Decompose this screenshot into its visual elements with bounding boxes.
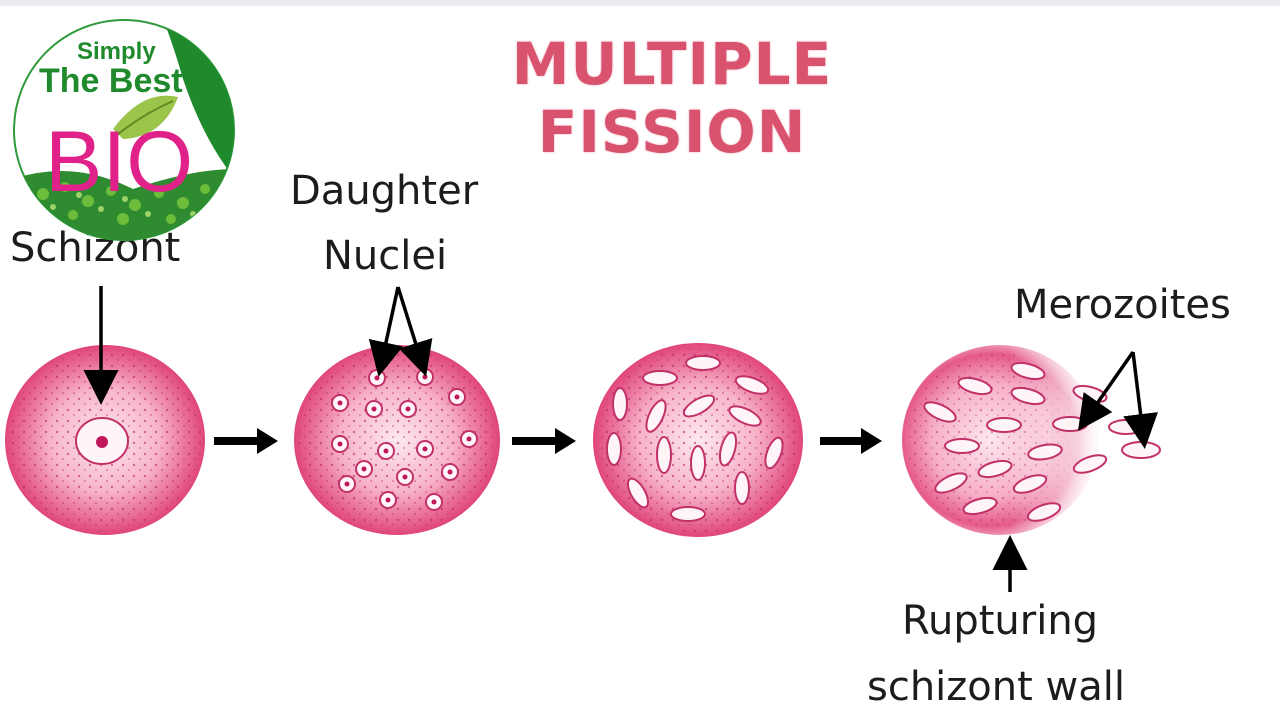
daughter-nuclei-label-line1: Daughter (290, 168, 479, 214)
flow-arrows (214, 428, 882, 454)
merozoite-forming-cell (593, 343, 803, 537)
label-pointers (83, 286, 1158, 592)
logo-bio-text: BIO (45, 114, 193, 210)
rupturing-wall-label-line1: Rupturing (902, 598, 1099, 644)
simply-the-best-bio-logo: Simply The Best BIO (13, 19, 235, 241)
schizont-cell (5, 345, 205, 535)
logo-the-best-text: The Best (39, 62, 183, 100)
merozoites-label: Merozoites (1014, 282, 1231, 328)
daughter-nuclei-cell (294, 345, 500, 535)
diagram-title: MULTIPLE FISSION (511, 30, 833, 166)
top-border (0, 0, 1280, 6)
rupturing-wall-label-line2: schizont wall (867, 664, 1125, 710)
rupturing-schizont-cell (900, 340, 1161, 540)
daughter-nuclei-label-line2: Nuclei (323, 233, 448, 279)
logo-simply-text: Simply (77, 38, 156, 65)
